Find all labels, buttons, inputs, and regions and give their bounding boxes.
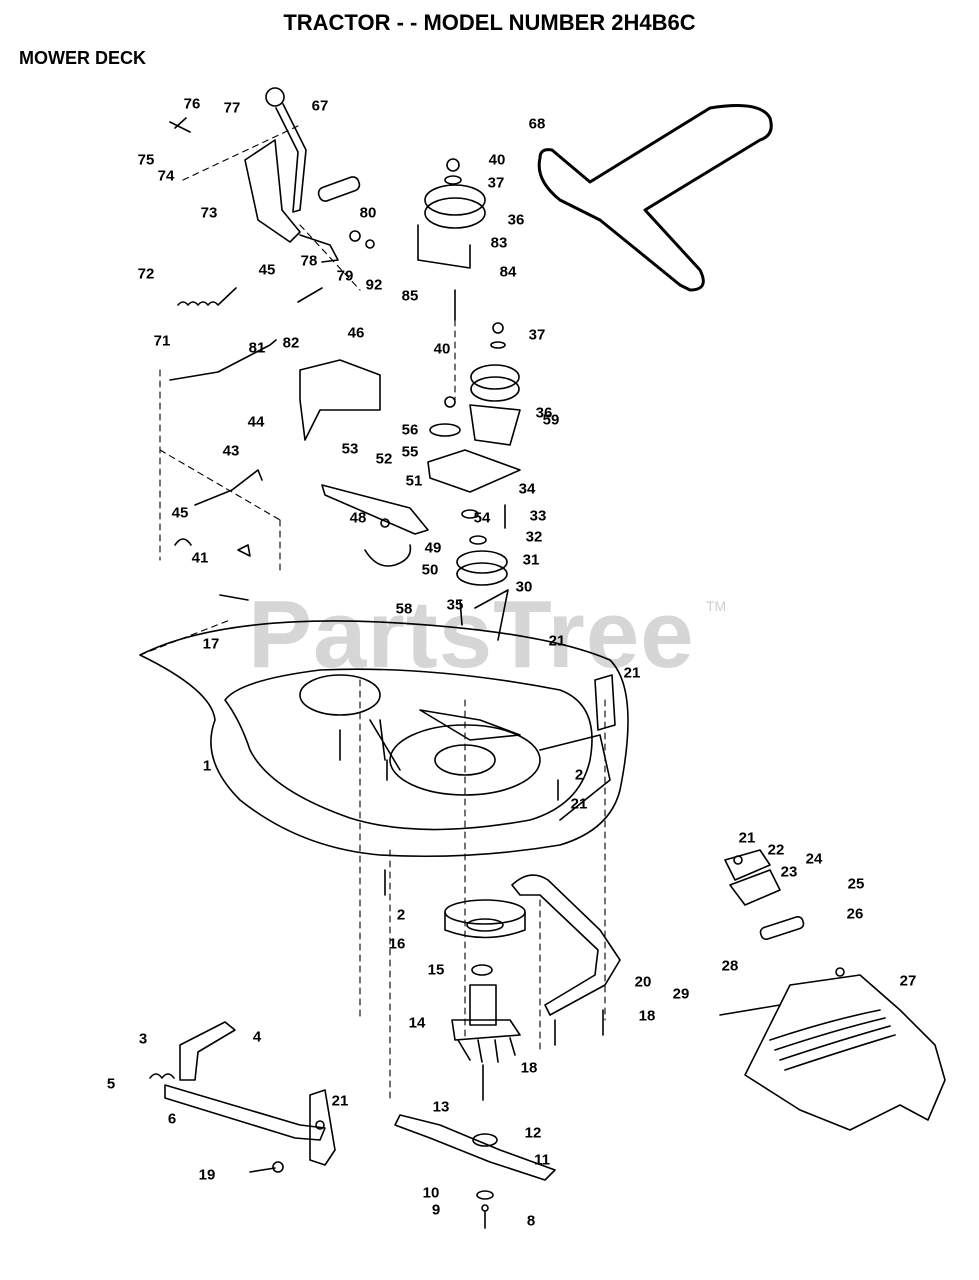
callout-37-lower: 37: [528, 326, 546, 344]
callout-32: 32: [525, 528, 543, 546]
callout-30: 30: [515, 578, 533, 596]
callout-41: 41: [191, 549, 209, 567]
callout-56: 56: [401, 421, 419, 439]
callout-71: 71: [153, 332, 171, 350]
callout-21-a: 21: [548, 632, 566, 650]
callout-85: 85: [401, 287, 419, 305]
callout-36-lower: 36: [535, 404, 553, 422]
callout-6: 6: [167, 1110, 177, 1128]
callout-51: 51: [405, 472, 423, 490]
callout-14: 14: [408, 1014, 426, 1032]
callout-78: 78: [300, 252, 318, 270]
callout-24: 24: [805, 850, 823, 868]
callout-22: 22: [767, 841, 785, 859]
callout-58: 58: [395, 600, 413, 618]
callout-76: 76: [183, 95, 201, 113]
callout-21-b: 21: [623, 664, 641, 682]
callout-18-left: 18: [520, 1059, 538, 1077]
callout-18-right: 18: [638, 1007, 656, 1025]
callout-45-upper: 45: [258, 261, 276, 279]
callout-72: 72: [137, 265, 155, 283]
callout-27: 27: [899, 972, 917, 990]
callout-21-d: 21: [738, 829, 756, 847]
callout-23: 23: [780, 863, 798, 881]
callout-5: 5: [106, 1075, 116, 1093]
callout-82: 82: [282, 334, 300, 352]
callout-50: 50: [421, 561, 439, 579]
callout-13: 13: [432, 1098, 450, 1116]
callout-10: 10: [422, 1184, 440, 1202]
callout-49: 49: [424, 539, 442, 557]
callout-52: 52: [375, 450, 393, 468]
callout-31: 31: [522, 551, 540, 569]
callout-33: 33: [529, 507, 547, 525]
callout-2-upper: 2: [574, 766, 584, 784]
callout-21-c: 21: [570, 795, 588, 813]
callout-81: 81: [248, 339, 266, 357]
callout-37-upper: 37: [487, 174, 505, 192]
watermark-trademark: TM: [706, 598, 727, 614]
callout-46: 46: [347, 324, 365, 342]
callout-59: 59: [542, 411, 560, 429]
callout-35: 35: [446, 596, 464, 614]
callout-3: 3: [138, 1030, 148, 1048]
callout-1: 1: [202, 757, 212, 775]
callout-73: 73: [200, 204, 218, 222]
callout-84: 84: [499, 263, 517, 281]
callout-4: 4: [252, 1028, 262, 1046]
callout-75: 75: [137, 151, 155, 169]
section-title: MOWER DECK: [19, 48, 146, 68]
callout-20: 20: [634, 973, 652, 991]
callout-43: 43: [222, 442, 240, 460]
callout-25: 25: [847, 875, 865, 893]
callout-74: 74: [157, 167, 175, 185]
callout-16: 16: [388, 935, 406, 953]
callout-48: 48: [349, 509, 367, 527]
callout-79: 79: [336, 267, 354, 285]
callout-80: 80: [359, 204, 377, 222]
callout-26: 26: [846, 905, 864, 923]
callout-55: 55: [401, 443, 419, 461]
callout-53: 53: [341, 440, 359, 458]
callout-67: 67: [311, 97, 329, 115]
callout-40-lower: 40: [433, 340, 451, 358]
callout-12: 12: [524, 1124, 542, 1142]
callout-40-upper: 40: [488, 151, 506, 169]
callout-68: 68: [528, 115, 546, 133]
callout-15: 15: [427, 961, 445, 979]
callout-45-lower: 45: [171, 504, 189, 522]
callout-17: 17: [202, 635, 220, 653]
callout-9: 9: [431, 1201, 441, 1219]
page-title: TRACTOR - - MODEL NUMBER 2H4B6C: [283, 10, 696, 35]
callout-34: 34: [518, 480, 536, 498]
callout-44: 44: [247, 413, 265, 431]
callout-29: 29: [672, 985, 690, 1003]
callout-54: 54: [473, 509, 491, 527]
callout-8: 8: [526, 1212, 536, 1230]
callout-83: 83: [490, 234, 508, 252]
callout-28: 28: [721, 957, 739, 975]
callout-36-upper: 36: [507, 211, 525, 229]
callout-21-e: 21: [331, 1092, 349, 1110]
callout-19: 19: [198, 1166, 216, 1184]
callout-92: 92: [365, 276, 383, 294]
callout-2-lower: 2: [396, 906, 406, 924]
callout-11: 11: [534, 1151, 550, 1169]
callout-77: 77: [223, 99, 241, 117]
